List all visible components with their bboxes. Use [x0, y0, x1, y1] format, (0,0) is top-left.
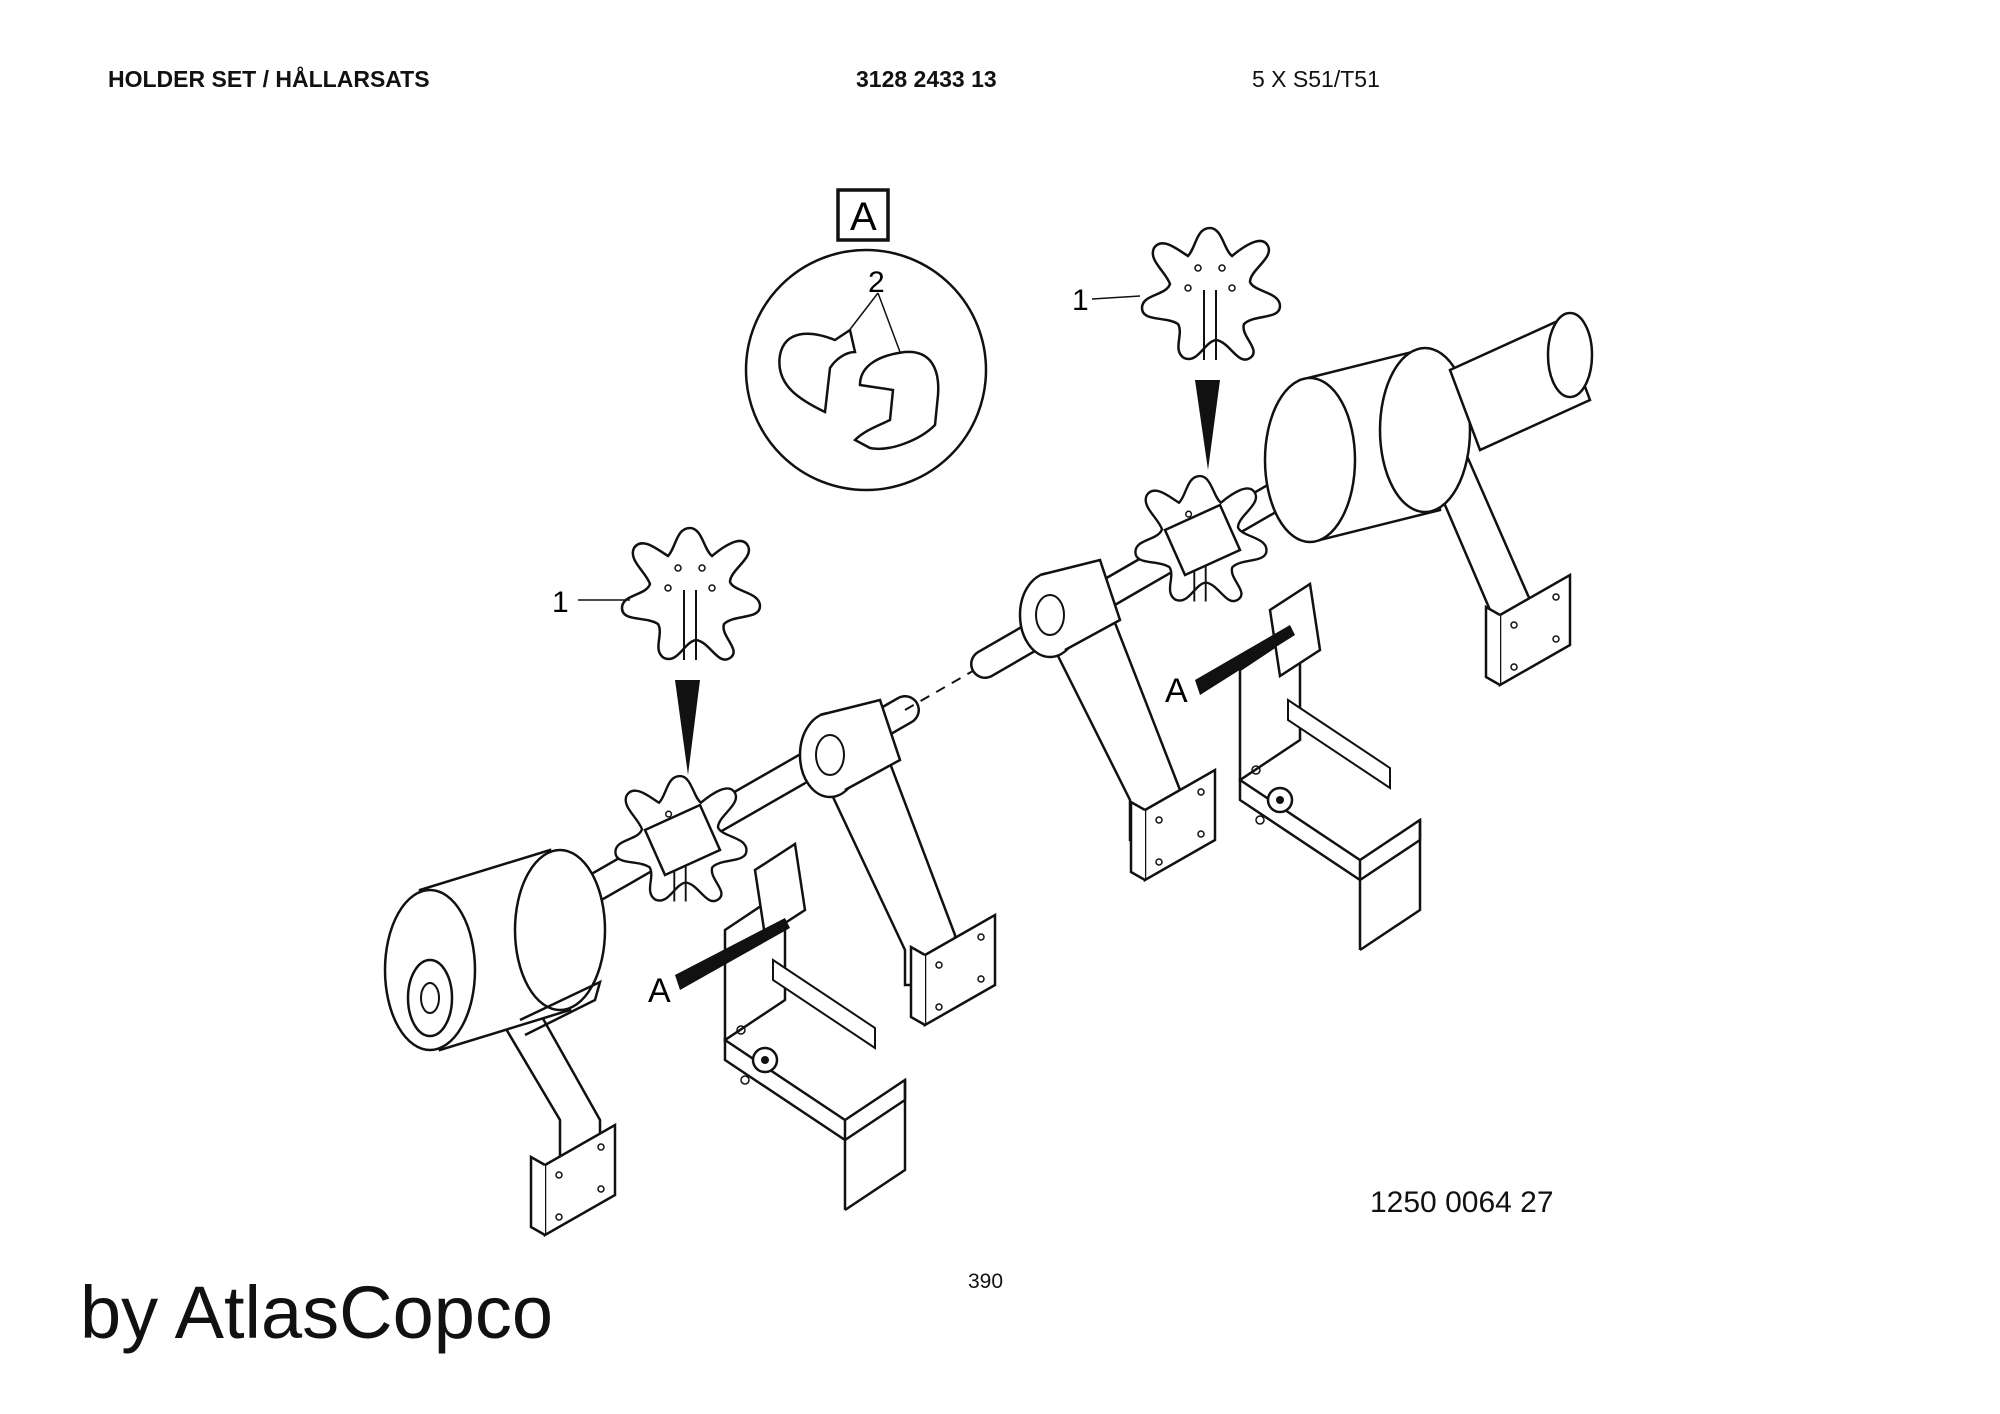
left-mounted-holder [614, 774, 748, 903]
detail-label: A [850, 195, 877, 239]
pointer-arrow [1195, 625, 1295, 695]
left-drum-assembly [383, 848, 617, 1237]
part-number: 3128 2433 13 [856, 66, 997, 92]
right-mounted-holder [1134, 474, 1268, 603]
detail-view-a [744, 188, 988, 492]
watermark: by AtlasCopco [80, 1271, 554, 1354]
item-number-2: 2 [868, 266, 885, 299]
drawing-number: 1250 0064 27 [1370, 1186, 1554, 1219]
document-title: HOLDER SET / HÅLLARSATS [108, 66, 430, 92]
page-number: 390 [968, 1270, 1004, 1293]
pointer-arrow [675, 918, 790, 990]
item-number-1-left: 1 [552, 586, 569, 619]
item-number-1-right: 1 [1072, 284, 1089, 317]
quantity-spec: 5 X S51/T51 [1252, 66, 1380, 92]
rod-holder-bracket-left [723, 842, 907, 1212]
pointer-arrow [675, 680, 700, 775]
right-drum-assembly [1263, 311, 1594, 687]
holder-part-1-left [620, 526, 762, 662]
reference-a-right: A [1165, 672, 1188, 710]
holder-part-1-right [1140, 226, 1282, 362]
reference-a-left: A [648, 972, 671, 1010]
center-support-right [1018, 558, 1217, 882]
pointer-arrow [1195, 380, 1220, 470]
center-support-left [798, 698, 997, 1027]
